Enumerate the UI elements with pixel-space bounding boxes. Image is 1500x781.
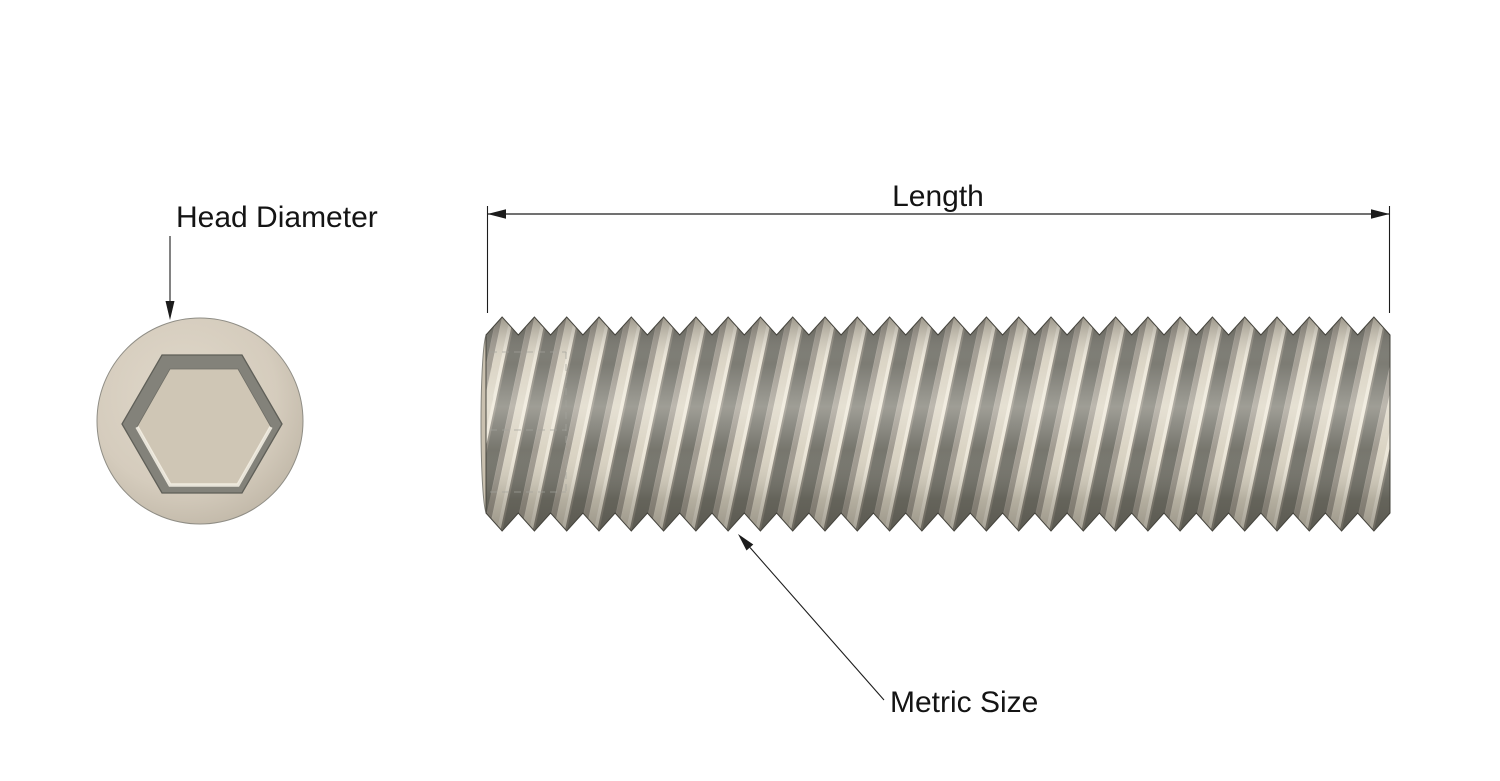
- dimension-arrowhead-left: [487, 209, 506, 219]
- threaded-body-shading: [485, 316, 1391, 532]
- length-label: Length: [892, 180, 984, 213]
- hidden-socket-lines: [490, 351, 567, 493]
- hex-socket-end-view: [96, 317, 304, 525]
- length-dimension: Length: [486, 180, 1391, 313]
- metric-size-arrowhead: [738, 534, 754, 551]
- head-diameter-label: Head Diameter: [176, 201, 378, 234]
- metric-size-leader-line: [749, 547, 885, 701]
- metric-size-callout: Metric Size: [738, 534, 1038, 719]
- metric-size-label: Metric Size: [890, 686, 1038, 719]
- head-diameter-arrowhead: [165, 301, 175, 320]
- set-screw-side-view: [480, 316, 1391, 532]
- hex-socket-bottom-highlight: [135, 426, 273, 487]
- head-diameter-callout: Head Diameter: [165, 201, 378, 320]
- dimension-arrowhead-right: [1371, 209, 1390, 219]
